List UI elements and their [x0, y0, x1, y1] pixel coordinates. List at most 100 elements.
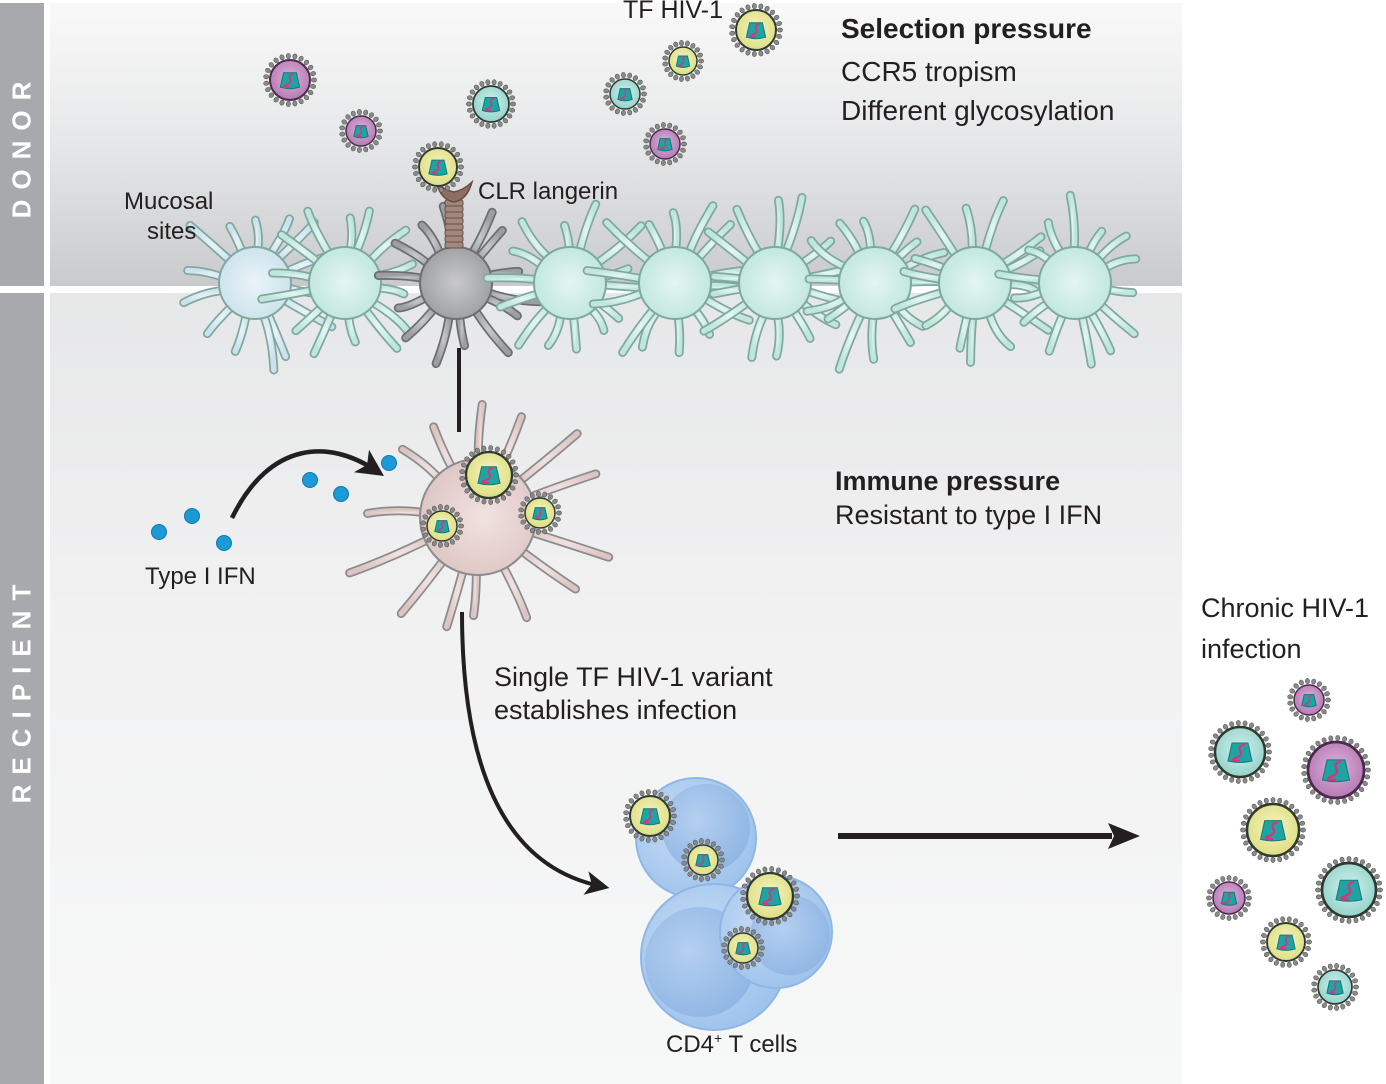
envelope-spike: [1280, 961, 1286, 968]
selection-pressure-title: Selection pressure: [841, 13, 1092, 44]
envelope-spike: [1242, 907, 1248, 913]
envelope-spike: [1220, 914, 1226, 920]
envelope-spike: [444, 541, 450, 548]
dendritic-cell-body: [345, 400, 614, 632]
hiv-virion-purple: [1301, 735, 1371, 805]
envelope-spike: [710, 873, 716, 879]
envelope-spike: [425, 185, 431, 191]
envelope-spike: [341, 119, 348, 125]
envelope-spike: [518, 507, 525, 513]
envelope-spike: [739, 926, 744, 932]
envelope-spike: [279, 99, 285, 106]
envelope-spike: [1293, 846, 1300, 852]
envelope-spike: [1370, 868, 1376, 874]
hiv-virion-yellow: [518, 491, 562, 535]
rna-icon: [698, 854, 707, 867]
envelope-spike: [764, 48, 770, 55]
envelope-spike: [1263, 951, 1270, 957]
mucosal-cell: [482, 199, 657, 354]
envelope-spike: [1321, 709, 1327, 715]
envelope-spike: [445, 185, 451, 191]
envelope-spike: [464, 456, 470, 462]
hiv-virion-yellow: [623, 789, 677, 843]
envelope-spike: [469, 113, 476, 119]
envelope-spike: [285, 101, 291, 107]
envelope-spike: [605, 82, 612, 88]
envelope-spike: [415, 152, 422, 158]
envelope-spike: [1321, 685, 1327, 691]
envelope-spike: [1302, 757, 1309, 763]
envelope-spike: [681, 860, 688, 866]
envelope-spike: [781, 870, 788, 876]
envelope-spike: [643, 138, 650, 144]
envelope-spike: [307, 64, 314, 71]
hiv-virion-yellow: [729, 3, 783, 57]
envelope-spike: [1311, 987, 1318, 993]
rna-icon: [1329, 980, 1339, 994]
envelope-spike: [485, 79, 491, 86]
envelope-spike: [692, 874, 698, 881]
envelope-spike: [1287, 700, 1294, 706]
envelope-spike: [673, 74, 679, 81]
envelope-spike: [457, 158, 463, 163]
envelope-spike: [1311, 678, 1317, 685]
chronic-infection-label-line2: infection: [1201, 634, 1302, 664]
envelope-spike: [1353, 984, 1359, 990]
envelope-spike: [1340, 964, 1346, 971]
envelope-spike: [1349, 972, 1356, 978]
envelope-spike: [1259, 730, 1265, 736]
envelope-spike: [310, 71, 316, 76]
envelope-spike: [1353, 917, 1359, 924]
envelope-spike: [723, 936, 730, 942]
envelope-spike: [649, 155, 655, 161]
envelope-spike: [1208, 746, 1215, 752]
envelope-spike: [475, 447, 481, 454]
envelope-spike: [363, 146, 369, 153]
envelope-spike: [732, 962, 738, 969]
mucosal-cell: [257, 206, 417, 359]
envelope-spike: [677, 129, 683, 135]
cell-body: [218, 246, 292, 320]
envelope-spike: [1335, 799, 1341, 805]
envelope-spike: [667, 800, 674, 807]
envelope-spike: [454, 176, 461, 182]
t-cells-text: T cells: [722, 1031, 798, 1058]
envelope-spike: [1214, 911, 1220, 917]
rna-icon: [283, 72, 295, 89]
envelope-spike: [672, 157, 678, 163]
envelope-spike: [457, 171, 463, 176]
envelope-spike: [1342, 797, 1348, 804]
hiv-virion-teal: [1311, 963, 1359, 1011]
envelope-spike: [473, 117, 480, 124]
envelope-spike: [552, 498, 558, 504]
envelope-spike: [488, 499, 494, 505]
envelope-spike: [341, 137, 348, 143]
envelope-spike: [536, 529, 541, 535]
envelope-spike: [457, 517, 463, 523]
envelope-spike: [422, 514, 429, 520]
envelope-spike: [750, 872, 756, 878]
envelope-spike: [420, 526, 427, 532]
envelope-spike: [307, 89, 314, 96]
envelope-spike: [512, 479, 519, 485]
envelope-spike: [684, 40, 690, 47]
envelope-spike: [662, 61, 669, 67]
envelope-spike: [1263, 797, 1269, 804]
envelope-spike: [431, 505, 437, 512]
envelope-spike: [625, 803, 631, 809]
hiv-virion-yellow: [721, 926, 765, 970]
rna-icon: [620, 88, 629, 101]
envelope-spike: [265, 67, 271, 73]
envelope-spike: [1327, 863, 1333, 869]
envelope-spike: [1263, 927, 1270, 933]
envelope-spike: [273, 96, 279, 103]
envelope-spike: [621, 72, 626, 78]
rna-icon: [485, 97, 495, 112]
envelope-spike: [1302, 927, 1309, 933]
envelope-spike: [311, 77, 317, 83]
ifn-molecule: [184, 508, 200, 524]
envelope-spike: [1265, 756, 1272, 762]
envelope-spike: [1299, 834, 1306, 840]
envelope-spike: [285, 53, 291, 59]
envelope-spike: [773, 14, 780, 21]
